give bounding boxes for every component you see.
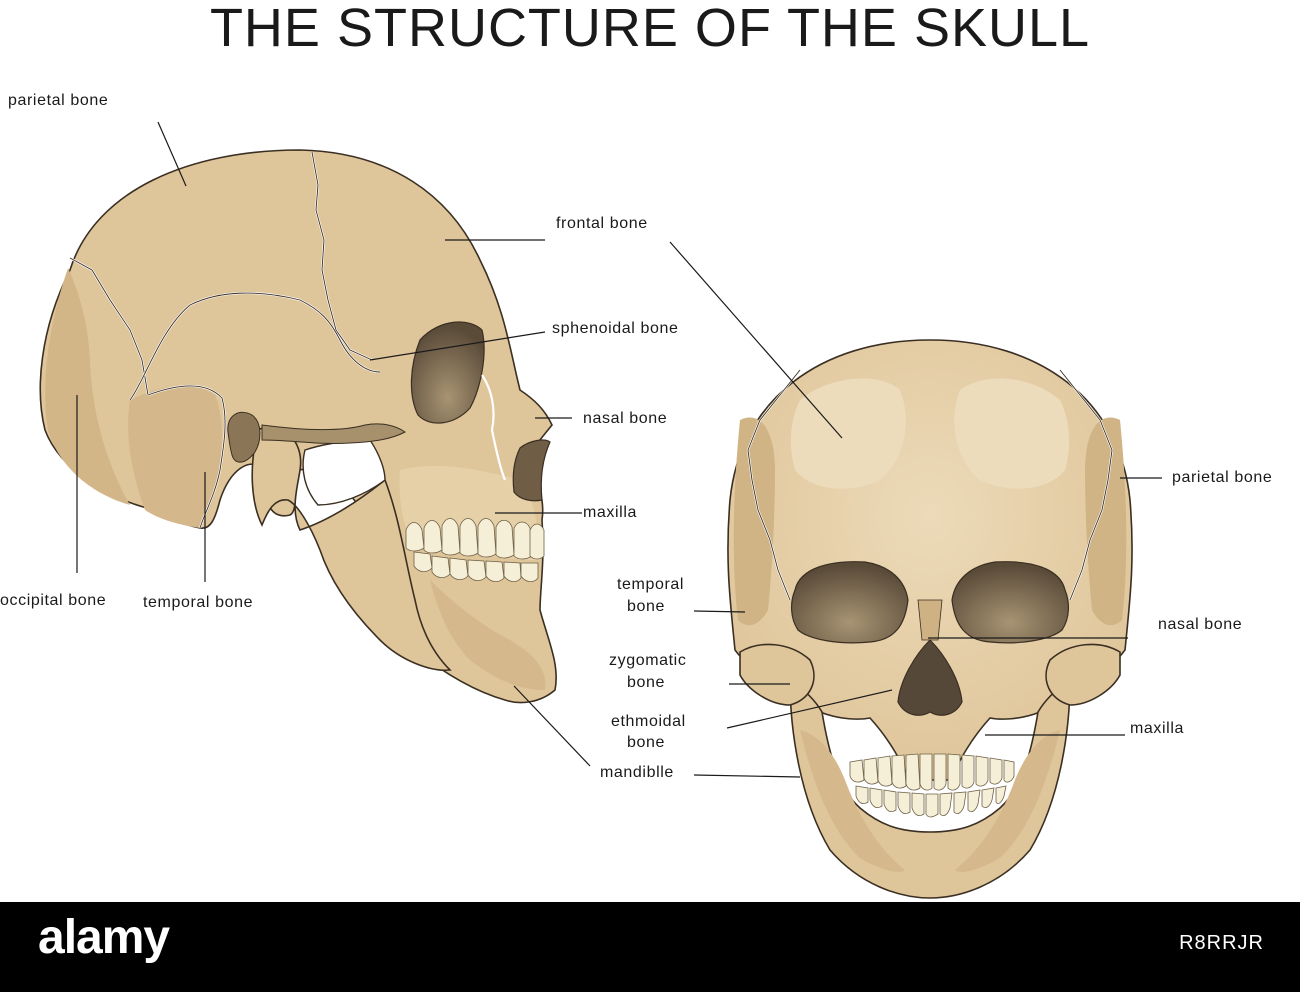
front-mandible-shade-left <box>800 730 905 872</box>
side-occipital-shade <box>45 268 130 505</box>
label-front-zygomatic-line1: zygomatic <box>609 652 686 669</box>
label-side-temporal-bone: temporal bone <box>143 594 253 611</box>
label-front-ethmoidal-line1: ethmoidal <box>611 713 686 730</box>
skull-diagram: parietal bone frontal bone sphenoidal bo… <box>0 92 1272 899</box>
side-lower-teeth <box>413 551 539 582</box>
side-coronal-suture-edge <box>311 151 373 361</box>
side-nasal-cavity <box>512 439 551 502</box>
label-side-nasal-bone: nasal bone <box>583 410 667 427</box>
image-id: R8RRJR <box>1179 932 1264 954</box>
front-forehead-highlight-left <box>790 378 906 489</box>
side-face-suture <box>481 374 507 481</box>
side-squamous-suture-edge <box>129 292 381 401</box>
side-labels: parietal bone frontal bone sphenoidal bo… <box>0 92 678 781</box>
front-nasal-cavity <box>897 639 963 716</box>
label-side-occipital-bone: occipital bone <box>0 592 106 609</box>
side-eye-socket <box>410 321 485 424</box>
side-mandible-shade <box>430 580 546 690</box>
leader-lines <box>76 121 1162 778</box>
front-zygomatic-left <box>739 643 815 706</box>
label-side-maxilla: maxilla <box>583 504 637 521</box>
front-mandible-shade-right <box>955 730 1060 872</box>
diagram-title: THE STRUCTURE OF THE SKULL <box>209 0 1091 58</box>
label-front-ethmoidal-line2: bone <box>627 734 665 751</box>
front-eye-socket-right <box>951 561 1069 644</box>
front-temporal-shade-right <box>1085 417 1127 626</box>
front-lower-teeth <box>855 785 1007 818</box>
label-side-frontal-bone: frontal bone <box>556 215 648 232</box>
front-zygomatic-right <box>1045 643 1121 706</box>
front-forehead-highlight-right <box>954 378 1070 489</box>
label-front-parietal-bone: parietal bone <box>1172 469 1272 486</box>
side-temporal-suture-edge <box>147 385 226 529</box>
side-zygomatic-arch <box>261 423 406 444</box>
label-front-temporal-line2: bone <box>627 598 665 615</box>
label-side-mandible: mandiblle <box>600 764 674 781</box>
label-side-parietal-bone: parietal bone <box>8 92 108 109</box>
side-ear-opening <box>227 411 261 463</box>
front-labels: parietal bone nasal bone maxilla tempora… <box>609 469 1272 751</box>
side-lambdoid-suture-edge <box>69 257 149 396</box>
side-cranium <box>39 149 557 704</box>
footer-bar: alamy R8RRJR <box>0 902 1300 992</box>
label-front-maxilla: maxilla <box>1130 720 1184 737</box>
front-nasal-bridge <box>917 599 943 641</box>
label-front-temporal-line1: temporal <box>617 576 684 593</box>
front-upper-teeth <box>849 753 1015 791</box>
label-front-nasal-bone: nasal bone <box>1158 616 1242 633</box>
side-mandible-ramus <box>251 425 452 671</box>
label-front-zygomatic-line2: bone <box>627 674 665 691</box>
front-skull <box>727 339 1133 899</box>
front-temporal-shade-left <box>733 417 775 626</box>
side-temporal-shade <box>128 385 222 528</box>
label-side-sphenoidal-bone: sphenoidal bone <box>552 320 678 337</box>
front-suture-left-edge <box>747 369 801 601</box>
alamy-logo: alamy <box>38 911 170 964</box>
side-upper-teeth <box>405 518 545 560</box>
side-skull <box>39 149 557 704</box>
front-eye-socket-left <box>791 561 909 644</box>
front-suture-right-edge <box>1059 369 1113 601</box>
